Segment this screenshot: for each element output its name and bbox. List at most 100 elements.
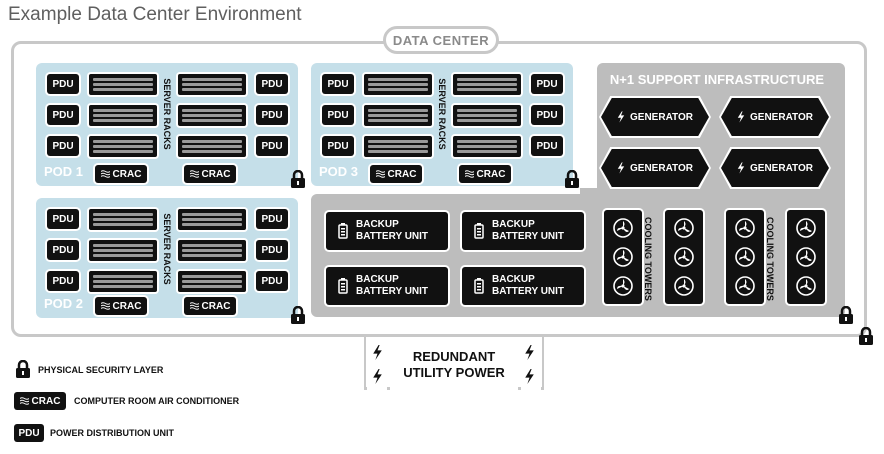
server-rack (178, 209, 246, 230)
crac-icon (189, 302, 199, 310)
server-rack (89, 136, 157, 157)
legend-crac-icon: CRAC (14, 392, 66, 410)
lock-icon (839, 306, 853, 324)
crac-unit: CRAC (95, 165, 147, 183)
server-rack (89, 74, 157, 95)
support-title: N+1 SUPPORT INFRASTRUCTURE (609, 72, 825, 87)
pod-name: POD 3 (319, 164, 359, 179)
legend-pdu-label: POWER DISTRIBUTION UNIT (50, 428, 174, 438)
lightning-icon (373, 345, 382, 360)
cooling-tower (665, 210, 703, 304)
crac-icon (375, 170, 385, 178)
fan-icon (796, 218, 816, 239)
generator: GENERATOR (599, 96, 711, 138)
server-racks-label: SERVER RACKS (437, 78, 447, 150)
lock-icon (291, 170, 305, 188)
lightning-icon (373, 369, 382, 384)
pdu-unit: PDU (256, 74, 288, 94)
lightning-icon (737, 111, 745, 123)
server-rack (364, 105, 432, 126)
pdu-unit: PDU (531, 136, 563, 156)
fan-icon (735, 275, 755, 296)
server-rack (89, 209, 157, 230)
server-racks-label: SERVER RACKS (162, 213, 172, 285)
server-rack (89, 105, 157, 126)
battery-icon (474, 278, 484, 294)
lightning-icon (617, 111, 625, 123)
server-rack (364, 74, 432, 95)
crac-icon (464, 170, 474, 178)
lightning-bolt (524, 369, 535, 389)
lightning-icon (737, 162, 745, 174)
crac-icon (100, 302, 110, 310)
crac-icon (189, 170, 199, 178)
fan-icon (735, 218, 755, 239)
pdu-unit: PDU (47, 271, 79, 291)
crac-unit: CRAC (184, 165, 236, 183)
battery-icon (474, 223, 484, 239)
cooling-towers-label: COOLING TOWERS (643, 217, 653, 301)
server-rack (178, 74, 246, 95)
lightning-icon (525, 345, 534, 360)
pdu-unit: PDU (256, 136, 288, 156)
generator: GENERATOR (719, 96, 831, 138)
pdu-unit: PDU (47, 240, 79, 260)
pdu-unit: PDU (256, 271, 288, 291)
fan-icon (674, 247, 694, 267)
fan-icon (613, 275, 633, 296)
server-racks-label: SERVER RACKS (162, 78, 172, 150)
pdu-unit: PDU (47, 74, 79, 94)
legend-security-label: PHYSICAL SECURITY LAYER (38, 365, 164, 375)
fan-icon (796, 247, 816, 267)
lightning-bolt (524, 345, 535, 365)
lock-icon (291, 306, 305, 324)
crac-icon (100, 170, 110, 178)
battery-icon (338, 278, 348, 294)
legend-pdu-icon: PDU (14, 424, 44, 442)
fan-icon (613, 247, 633, 267)
cooling-tower (604, 210, 642, 304)
crac-unit: CRAC (370, 165, 422, 183)
crac-unit: CRAC (95, 297, 147, 315)
server-rack (178, 136, 246, 157)
server-rack (178, 105, 246, 126)
fan-icon (613, 218, 633, 239)
lightning-icon (617, 162, 625, 174)
generator: GENERATOR (719, 147, 831, 189)
crac-icon (19, 397, 29, 405)
pdu-unit: PDU (322, 105, 354, 125)
pod-name: POD 2 (44, 296, 84, 311)
legend: PHYSICAL SECURITY LAYER CRAC COMPUTER RO… (10, 356, 310, 446)
server-rack (178, 271, 246, 292)
server-rack (178, 240, 246, 261)
legend-crac-label: COMPUTER ROOM AIR CONDITIONER (74, 396, 240, 406)
server-rack (453, 74, 521, 95)
pdu-unit: PDU (256, 240, 288, 260)
cooling-towers-label: COOLING TOWERS (765, 217, 775, 301)
lightning-bolt (372, 369, 383, 389)
fan-icon (735, 247, 755, 267)
cooling-tower (787, 210, 825, 304)
crac-unit: CRAC (184, 297, 236, 315)
server-rack (364, 136, 432, 157)
pdu-unit: PDU (47, 209, 79, 229)
utility-power-box: REDUNDANT UTILITY POWER (366, 337, 542, 387)
server-rack (89, 240, 157, 261)
lock-icon (16, 360, 30, 378)
lock-icon (565, 170, 579, 188)
pdu-unit: PDU (322, 136, 354, 156)
server-rack (89, 271, 157, 292)
server-rack (453, 105, 521, 126)
lightning-bolt (372, 345, 383, 365)
fan-icon (674, 218, 694, 239)
pdu-unit: PDU (531, 105, 563, 125)
fan-icon (674, 275, 694, 296)
battery-icon (338, 223, 348, 239)
lightning-icon (525, 369, 534, 384)
